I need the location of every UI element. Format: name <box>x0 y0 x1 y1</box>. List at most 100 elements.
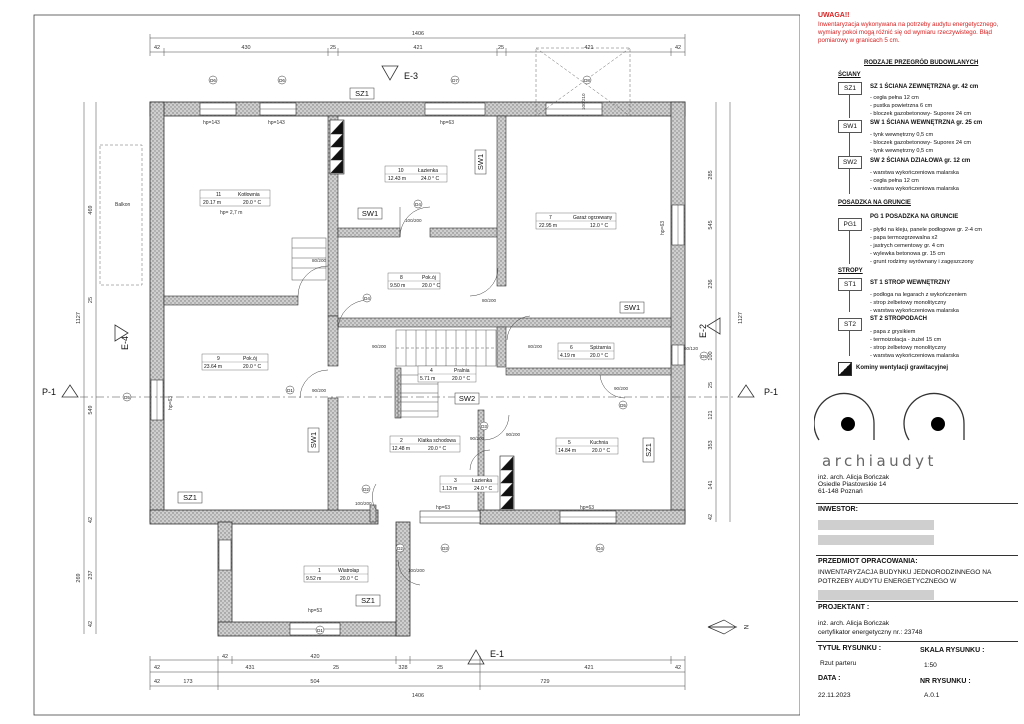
section-p1-left-label: P-1 <box>42 387 56 397</box>
room-area: 1.13 m <box>442 486 457 492</box>
svg-text:D8: D8 <box>584 78 590 83</box>
room-label: 8 Pok.ój 9.50 m 20.0 ° C <box>387 272 441 290</box>
svg-text:D4: D4 <box>597 546 603 551</box>
door-dim: 90/200 <box>470 436 484 441</box>
section-e3-label: E-3 <box>404 71 418 81</box>
dim-bottom: 431 <box>245 665 254 671</box>
dim-top: 421 <box>413 45 422 51</box>
svg-text:D3: D3 <box>481 424 487 429</box>
room-name: Wiatrołap <box>338 568 359 574</box>
room-label: 2 Klatka schodowa 12.48 m 20.0 ° C <box>389 435 461 453</box>
scale-value: 1:50 <box>924 662 937 669</box>
svg-text:D5: D5 <box>124 395 130 400</box>
dim-right: 121 <box>708 410 714 419</box>
dim-left: 42 <box>88 621 94 627</box>
legend-item-layers: - papa z grysikiem - termoizolacja - żuż… <box>870 328 959 360</box>
legend-connector <box>849 132 850 156</box>
room-area: 22.95 m <box>539 223 557 229</box>
dim-left: 469 <box>88 205 94 214</box>
room-temp: 20.0 ° C <box>452 376 471 382</box>
room-area: 20.17 m <box>203 200 221 206</box>
dim-left: 25 <box>88 297 94 303</box>
room-number: 10 <box>398 168 404 174</box>
dimension-texts-vertical: 469 25 1127 549 42 269 237 42 285 545 23… <box>76 170 744 627</box>
warning-text: Inwentaryzacja wykonywana na potrzeby au… <box>818 20 999 44</box>
layer: - bloczek gazobetonowy- Suporex 24 cm <box>870 140 972 147</box>
ventilation-chimneys <box>329 119 515 511</box>
dim-bottom: 420 <box>310 654 319 660</box>
section-e3-arrow <box>381 65 399 81</box>
wall-tag: SZ1 <box>183 493 197 502</box>
legend-item-title: ST 1 STROP WEWNĘTRZNY <box>870 280 951 286</box>
drawing-number: A.0.1 <box>924 692 940 699</box>
legend-connector <box>849 94 850 118</box>
legend-item-layers: - warstwa wykończeniowa malarska - cegła… <box>870 169 959 193</box>
wall-tag: SZ1 <box>644 443 653 457</box>
layer: - podłoga na legarach z wykończeniem <box>870 292 967 298</box>
subject-text: INWENTARYZACJA BUDYNKU JEDNORODZINNEGO N… <box>818 569 992 585</box>
sill-height: hp=53 <box>308 608 322 614</box>
layer: - tynk wewnętrzny 0,5 cm <box>870 148 934 155</box>
sill-height: hp=143 <box>268 120 285 126</box>
dimension-texts: 1406 42 430 25 421 25 421 42 42 431 420 … <box>154 31 681 699</box>
ceilings-heading: STROPY <box>838 268 863 274</box>
chimney-label: Kominy wentylacji grawitacyjnej <box>856 365 949 371</box>
room-number: 2 <box>400 438 403 444</box>
opening-marker: D3 <box>479 421 489 431</box>
room-labels: 11 Kotłownia 20.17 m 20.0 ° C 10 Łazienk… <box>199 165 619 583</box>
dim-bottom: 729 <box>540 679 549 685</box>
redacted-block <box>818 520 934 530</box>
legend-item-layers: - cegła pełna 12 cm - pustka powietrzna … <box>870 94 971 118</box>
opening-marker: D8 <box>582 75 592 85</box>
layer: - cegła pełna 12 cm <box>870 178 919 185</box>
room-number: 8 <box>400 275 403 281</box>
room-label: 11 Kotłownia 20.17 m 20.0 ° C <box>199 189 271 207</box>
legend-code-sz1: SZ1 <box>838 82 862 95</box>
divider <box>816 555 1018 556</box>
section-p1-right-arrow <box>737 384 755 398</box>
room-area: 14.84 m <box>558 448 576 454</box>
dim-bottom: 421 <box>584 665 593 671</box>
door-dim: 100/200 <box>405 218 422 223</box>
svg-text:D5: D5 <box>701 354 707 359</box>
wall-tag: SW1 <box>309 432 318 448</box>
opening-marker: D1 <box>315 625 325 635</box>
room-name: Pok.ój <box>243 356 257 362</box>
room-name: Pralnia <box>454 368 470 374</box>
opening-marker: D3 <box>440 543 450 553</box>
company-address2: 61-148 Poznań <box>818 488 863 495</box>
legend-connector <box>849 168 850 194</box>
dim-right: 353 <box>708 440 714 449</box>
dimension-lines <box>83 34 731 690</box>
room-number: 11 <box>216 192 221 198</box>
room-temp: 20.0 ° C <box>340 576 359 582</box>
legend-code-st2: ST2 <box>838 318 862 331</box>
dim-top: 430 <box>241 45 250 51</box>
room-temp: 20.0 ° C <box>592 448 611 454</box>
sill-height: hp=143 <box>203 120 220 126</box>
room-temp: 20.0 ° C <box>428 446 447 452</box>
legend-item-layers: - podłoga na legarach z wykończeniem - s… <box>870 291 967 315</box>
company-name: inż. arch. Alicja Bończak <box>818 474 890 481</box>
room-label: 5 Kuchnia 14.84 m 20.0 ° C <box>555 437 619 455</box>
dim-right: 545 <box>708 220 714 229</box>
door-dims: 100/200 80/200 90/200 80/200 90/200 90/2… <box>312 93 698 573</box>
room-temp: 20.0 ° C <box>590 353 609 359</box>
warning-block: UWAGA!! Inwentaryzacja wykonywana na pot… <box>818 12 1013 45</box>
svg-text:D1: D1 <box>287 388 293 393</box>
wall-tag: SW2 <box>459 394 475 403</box>
section-markers: E-3 E-1 E-4 E-2 P-1 P-1 <box>42 65 778 665</box>
door-dim: 80/200 <box>482 298 496 303</box>
opening-markers: D4 D4 D5 D6 D6 D7 D8 D1 D2 D3 D2 D3 D5 D… <box>122 75 709 635</box>
dim-bottom: 25 <box>437 665 443 671</box>
legend-connector <box>849 230 850 264</box>
dim-bottom: 328 <box>398 665 407 671</box>
svg-text:D6: D6 <box>279 78 285 83</box>
opening-marker: D2 <box>361 484 371 494</box>
legend-connector <box>849 330 850 356</box>
opening-marker: D4 <box>362 293 372 303</box>
sill-height: hp=63 <box>660 221 666 235</box>
legend-item-layers: - tynk wewnętrzny 0,5 cm - bloczek gazob… <box>870 131 971 155</box>
room-height: hp= 2,7 m <box>220 210 242 216</box>
